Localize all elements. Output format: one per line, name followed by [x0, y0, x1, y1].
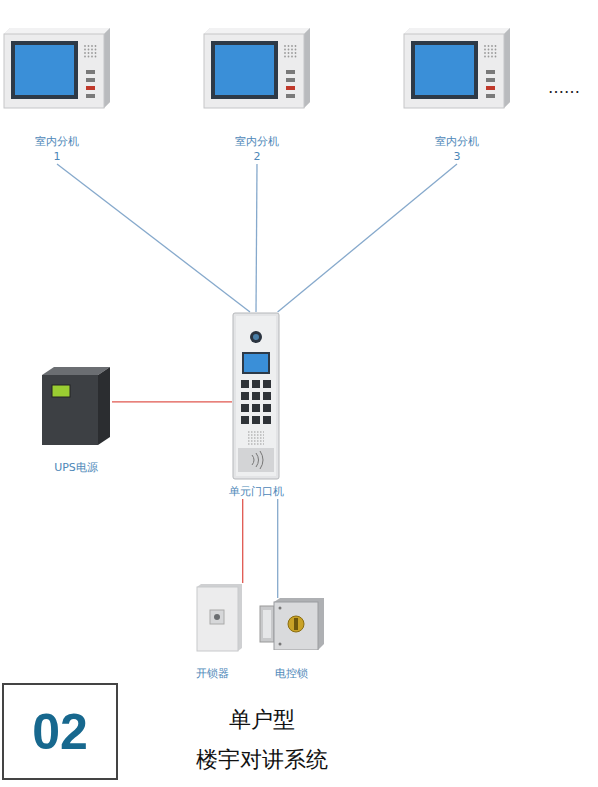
wire-line	[57, 164, 250, 312]
device-node: 电控锁	[258, 598, 325, 681]
indoor-monitor-icon	[2, 28, 112, 110]
device-label: 开锁器	[196, 666, 243, 681]
unlock-button-icon	[196, 583, 243, 652]
device-label: 1	[2, 149, 112, 164]
indoor-monitor-icon	[402, 28, 512, 110]
ellipsis-label: ……	[548, 78, 580, 97]
connection-wire	[57, 164, 250, 312]
number-box: 02	[2, 683, 118, 780]
device-label: 室内分机	[402, 134, 512, 149]
device-node: 室内分机3	[402, 28, 512, 164]
connection-wire	[256, 164, 257, 312]
device-node: 室内分机1	[2, 28, 112, 164]
wire-line	[256, 164, 257, 312]
device-node: UPS电源	[40, 365, 112, 475]
diagram-title: 单户型 楼宇对讲系统	[162, 700, 362, 780]
device-label: 室内分机	[202, 134, 312, 149]
device-node: 室内分机2	[202, 28, 312, 164]
indoor-monitor-icon	[202, 28, 312, 110]
connection-wire	[278, 164, 457, 312]
device-label: 电控锁	[258, 666, 325, 681]
device-node: 开锁器	[196, 583, 246, 681]
electric-lock-icon	[258, 598, 325, 650]
wire-line	[278, 164, 457, 312]
device-label: 2	[202, 149, 312, 164]
connection-wire	[277, 499, 278, 598]
wire-line	[112, 401, 232, 402]
wire-line	[242, 499, 243, 583]
ups-icon	[40, 365, 112, 447]
device-label: UPS电源	[40, 460, 112, 475]
device-label: 室内分机	[2, 134, 112, 149]
wire-line	[277, 499, 278, 598]
connection-wire	[242, 499, 243, 583]
device-label: 单元门口机	[221, 484, 291, 499]
section-number: 02	[32, 703, 88, 761]
device-node: 单元门口机	[221, 312, 291, 499]
connection-wire	[112, 401, 232, 402]
device-label: 3	[402, 149, 512, 164]
door-station-icon	[232, 312, 280, 480]
